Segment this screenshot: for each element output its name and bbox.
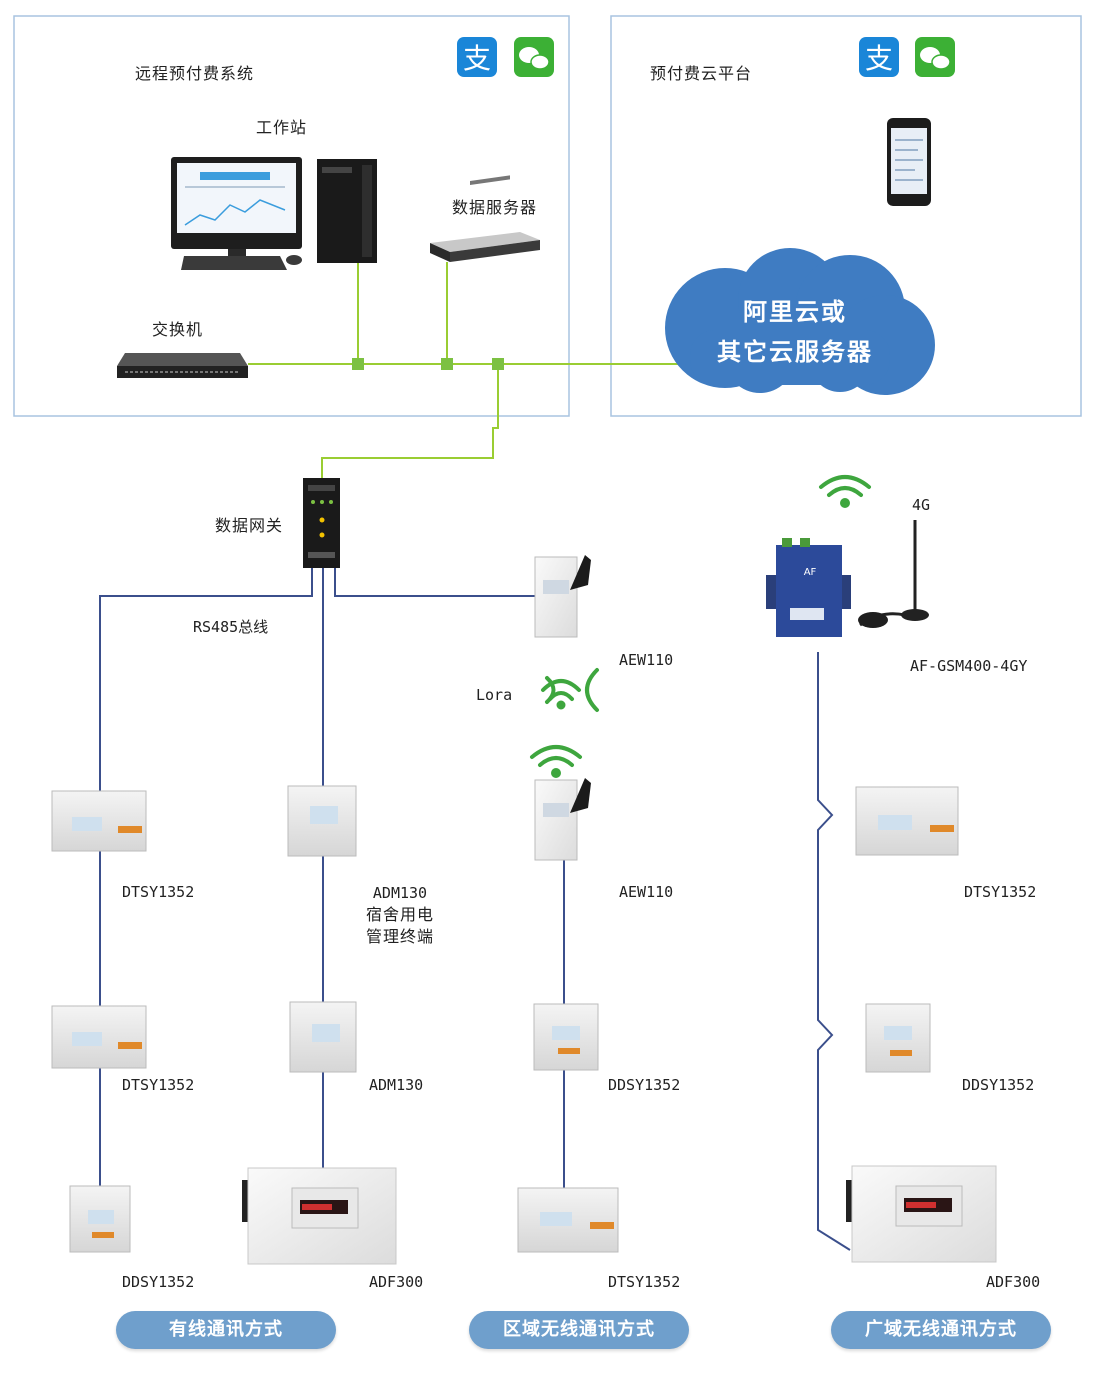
gsm-label: AF-GSM400-4GY	[910, 657, 1028, 675]
meter-dtsy	[51, 790, 147, 852]
gateway-label: 数据网关	[215, 516, 284, 535]
regional-wireless-badge: 区域无线通讯方式	[469, 1311, 689, 1349]
cloud-shape	[665, 248, 935, 395]
svg-text:支: 支	[865, 42, 893, 75]
lora-label: Lora	[476, 686, 513, 704]
aew110-module	[534, 778, 591, 861]
col4-row2-label: DDSY1352	[962, 1076, 1035, 1094]
aew110-top-label: AEW110	[619, 651, 674, 669]
alipay-icon: 支	[859, 37, 899, 77]
col2-row2-label: ADM130	[369, 1076, 424, 1094]
left-panel	[13, 15, 570, 417]
wifi-signal-icon	[530, 745, 582, 778]
meter-ddsy	[533, 1003, 599, 1071]
cloud-label-line2: 其它云服务器	[717, 337, 873, 366]
wifi-signal-icon	[541, 679, 581, 710]
smartphone-icon	[887, 118, 931, 206]
alipay-icon: 支	[457, 37, 497, 77]
svg-text:AF: AF	[804, 567, 817, 578]
wifi-signal-icon	[545, 668, 599, 712]
rs485-label: RS485总线	[193, 618, 269, 636]
workstation-label: 工作站	[256, 118, 308, 137]
col2-row1-line3: 管理终端	[365, 927, 434, 946]
wechat-icon	[915, 37, 955, 77]
gsm-module: AF	[766, 538, 851, 637]
col3-row3-label: DTSY1352	[608, 1273, 681, 1291]
right-panel-title: 预付费云平台	[650, 64, 753, 83]
data-server-label: 数据服务器	[452, 198, 538, 217]
network-lines	[248, 262, 680, 478]
antenna-icon	[858, 520, 929, 628]
meter-adm130	[287, 785, 357, 857]
meter-adf300	[242, 1167, 397, 1265]
data-server	[430, 175, 540, 262]
cloud-label-line1: 阿里云或	[743, 297, 847, 326]
wechat-icon	[514, 37, 554, 77]
col4-row3-label: ADF300	[986, 1273, 1041, 1291]
right-panel	[610, 15, 1082, 417]
col4-row1-label: DTSY1352	[964, 883, 1037, 901]
col2-row1-line1: ADM130	[372, 884, 428, 902]
meter-dtsy	[855, 786, 959, 856]
col2-row1-line2: 宿舍用电	[365, 905, 434, 924]
data-gateway	[303, 478, 340, 568]
col3-row2-label: DDSY1352	[608, 1076, 681, 1094]
col1-row3-label: DDSY1352	[122, 1273, 195, 1291]
aew110-module	[534, 555, 591, 638]
4g-label: 4G	[912, 496, 931, 514]
keyboard	[181, 255, 302, 270]
cloud-label: 阿里云或 其它云服务器	[690, 292, 900, 372]
meter-adm130	[289, 1001, 357, 1073]
col2-row3-label: ADF300	[369, 1273, 424, 1291]
col1-row2-label: DTSY1352	[122, 1076, 195, 1094]
meter-dtsy	[517, 1187, 619, 1253]
wide-area-wireless-badge: 广域无线通讯方式	[831, 1311, 1051, 1349]
col2-row1-label: ADM130 宿舍用电 管理终端	[355, 882, 445, 948]
aew110-mid-label: AEW110	[619, 883, 674, 901]
tower-pc	[317, 159, 377, 263]
bus-lines	[99, 568, 851, 1251]
monitor	[171, 157, 302, 262]
meter-ddsy	[865, 1003, 931, 1073]
meter-ddsy	[69, 1185, 131, 1253]
junction-node	[352, 358, 364, 370]
col1-row1-label: DTSY1352	[122, 883, 195, 901]
junction-node	[441, 358, 453, 370]
left-panel-title: 远程预付费系统	[135, 64, 255, 83]
network-switch	[117, 353, 248, 378]
meter-adf300	[846, 1165, 997, 1263]
junction-node	[492, 358, 504, 370]
switch-label: 交换机	[152, 320, 204, 339]
wired-comm-badge: 有线通讯方式	[116, 1311, 336, 1349]
svg-text:支: 支	[463, 42, 491, 75]
wifi-signal-icon	[819, 475, 871, 508]
meter-dtsy	[51, 1005, 147, 1069]
